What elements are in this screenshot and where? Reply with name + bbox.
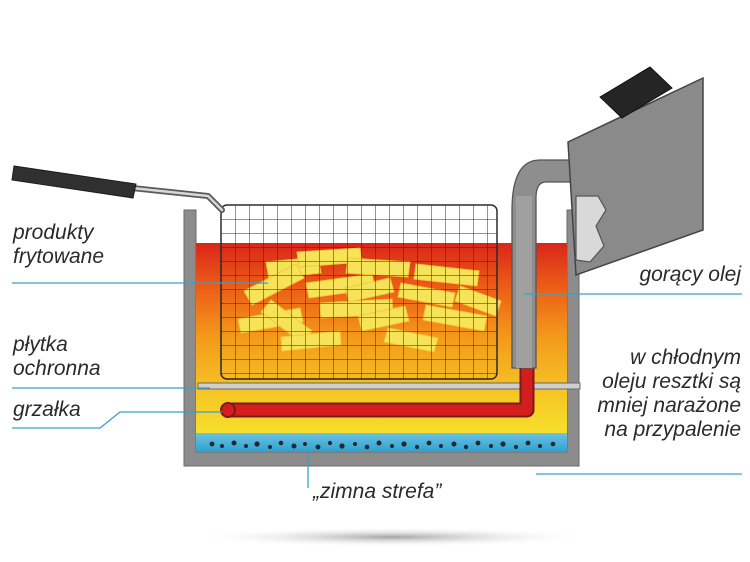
floor-shadow [192,527,592,547]
fry-basket [220,204,498,380]
label-hot-oil: gorący olej [639,263,741,286]
label-protective-plate: płytka ochronna [13,333,101,380]
basket-handle [11,165,225,213]
food-residue [209,440,556,450]
heater-column [511,159,578,369]
leader-heater [12,411,222,429]
label-cool-oil: w chłodnym oleju resztki są mniej narażo… [597,346,741,441]
control-head [567,66,704,277]
heating-element [220,366,535,418]
label-heater: grzałka [13,398,81,421]
control-knob [599,66,673,119]
label-cold-zone: „zimna strefa” [313,480,442,503]
protective-plate [197,382,581,390]
label-products: produkty frytowane [13,221,105,268]
leader-lines [12,282,742,488]
cold-zone [196,433,567,452]
